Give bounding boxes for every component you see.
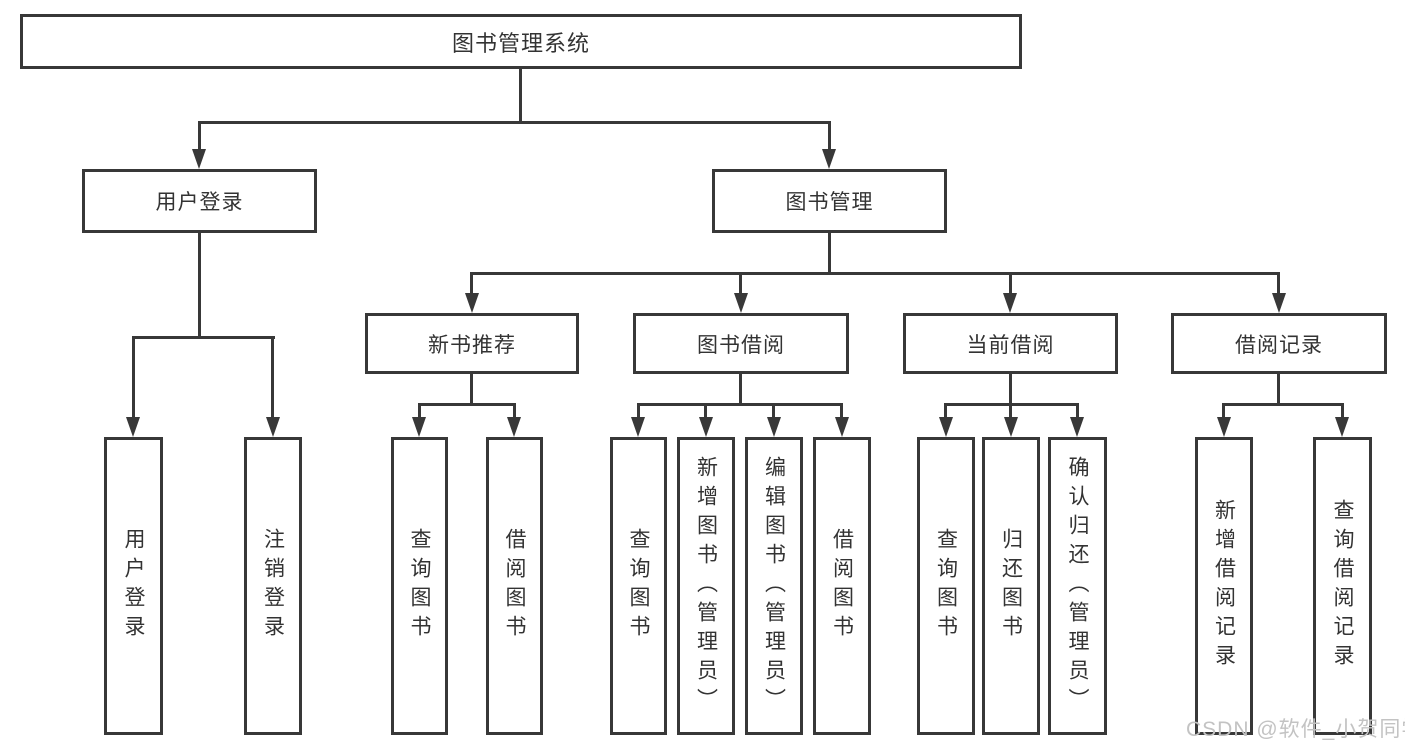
arrow-leaf <box>835 417 849 437</box>
leaf-newbook-borrow-books: 借阅图书 <box>486 437 543 735</box>
connector-to-current <box>1009 272 1012 296</box>
arrow-to-current <box>1003 293 1017 313</box>
leaf-label: 借阅图书 <box>503 528 526 644</box>
leaf-newbook-query-books: 查询图书 <box>391 437 448 735</box>
csdn-watermark: CSDN @软件_小贺同学 <box>1186 718 1405 741</box>
node-library-management-system: 图书管理系统 <box>20 14 1022 69</box>
connector-leaf <box>944 403 947 420</box>
connector-leaf <box>840 403 843 420</box>
connector-borrow-bar <box>637 403 843 406</box>
arrow-leaf <box>1335 417 1349 437</box>
connector-to-leaf-user-login <box>132 336 135 420</box>
arrow-to-leaf-user-login <box>126 417 140 437</box>
connector-mgmt-stem <box>828 233 831 272</box>
leaf-label: 用户登录 <box>122 528 145 644</box>
leaf-current-return-books: 归还图书 <box>982 437 1040 735</box>
node-user-login: 用户登录 <box>82 169 317 233</box>
leaf-label: 确认归还（管理员） <box>1066 455 1089 717</box>
connector-leaf <box>704 403 707 420</box>
connector-leaf <box>1222 403 1225 420</box>
connector-records-stem <box>1277 374 1280 403</box>
arrow-leaf <box>1217 417 1231 437</box>
leaf-label: 注销登录 <box>261 528 285 644</box>
arrow-to-newbook <box>465 293 479 313</box>
node-book-management: 图书管理 <box>712 169 947 233</box>
node-label: 当前借阅 <box>966 333 1055 357</box>
leaf-borrow-add-books-admin: 新增图书（管理员） <box>677 437 735 735</box>
connector-to-leaf-logout <box>271 336 274 420</box>
arrow-leaf <box>1070 417 1084 437</box>
connector-newbook-bar <box>418 403 516 406</box>
arrow-leaf <box>699 417 713 437</box>
connector-to-mgmt <box>828 121 831 153</box>
connector-leaf <box>1341 403 1344 420</box>
connector-leaf <box>418 403 421 420</box>
connector-leaf <box>513 403 516 420</box>
leaf-records-query-record: 查询借阅记录 <box>1313 437 1372 735</box>
leaf-current-confirm-return-admin: 确认归还（管理员） <box>1048 437 1107 735</box>
node-borrow-records: 借阅记录 <box>1171 313 1387 374</box>
connector-to-records <box>1277 272 1280 296</box>
connector-leaf <box>637 403 640 420</box>
arrow-to-mgmt <box>822 149 836 169</box>
arrow-leaf <box>507 417 521 437</box>
arrow-leaf <box>1004 417 1018 437</box>
leaf-current-query-books: 查询图书 <box>917 437 975 735</box>
connector-current-stem <box>1009 374 1012 403</box>
leaf-label: 查询图书 <box>627 528 650 644</box>
arrow-to-borrow <box>734 293 748 313</box>
node-current-borrowing: 当前借阅 <box>903 313 1118 374</box>
arrow-leaf <box>631 417 645 437</box>
arrow-leaf <box>412 417 426 437</box>
node-book-borrowing: 图书借阅 <box>633 313 849 374</box>
node-label: 图书管理 <box>785 191 874 214</box>
connector-to-newbook <box>470 272 473 296</box>
connector-to-login <box>198 121 201 153</box>
node-label: 图书借阅 <box>697 333 785 357</box>
leaf-label: 查询图书 <box>408 528 431 644</box>
connector-borrow-stem <box>739 374 742 403</box>
leaf-records-add-record: 新增借阅记录 <box>1195 437 1253 735</box>
leaf-logout: 注销登录 <box>244 437 302 735</box>
leaf-label: 查询图书 <box>934 528 958 644</box>
arrow-leaf <box>767 417 781 437</box>
leaf-label: 借阅图书 <box>830 528 854 644</box>
leaf-label: 查询借阅记录 <box>1331 499 1354 673</box>
leaf-label: 归还图书 <box>999 528 1023 644</box>
connector-login-bar <box>132 336 275 339</box>
node-label: 新书推荐 <box>428 333 516 357</box>
connector-leaf <box>1009 403 1012 420</box>
leaf-borrow-borrow-books: 借阅图书 <box>813 437 871 735</box>
arrow-leaf <box>939 417 953 437</box>
leaf-label: 新增借阅记录 <box>1212 499 1236 673</box>
connector-records-bar <box>1222 403 1343 406</box>
connector-leaf <box>1076 403 1079 420</box>
node-label: 图书管理系统 <box>451 30 590 56</box>
leaf-borrow-edit-books-admin: 编辑图书（管理员） <box>745 437 803 735</box>
arrow-to-leaf-logout <box>266 417 280 437</box>
connector-level2-bar <box>198 121 831 124</box>
connector-level3-bar <box>470 272 1280 275</box>
leaf-user-login: 用户登录 <box>104 437 163 735</box>
node-label: 用户登录 <box>155 191 244 214</box>
node-new-book-recommend: 新书推荐 <box>365 313 579 374</box>
connector-login-stem <box>198 233 201 336</box>
connector-newbook-stem <box>470 374 473 403</box>
leaf-label: 新增图书（管理员） <box>694 455 718 717</box>
leaf-label: 编辑图书（管理员） <box>762 455 786 717</box>
arrow-to-records <box>1272 293 1286 313</box>
connector-to-borrow <box>739 272 742 296</box>
connector-root-stem <box>519 69 522 121</box>
node-label: 借阅记录 <box>1235 333 1323 357</box>
arrow-to-login <box>192 149 206 169</box>
leaf-borrow-query-books: 查询图书 <box>610 437 667 735</box>
connector-leaf <box>772 403 775 420</box>
